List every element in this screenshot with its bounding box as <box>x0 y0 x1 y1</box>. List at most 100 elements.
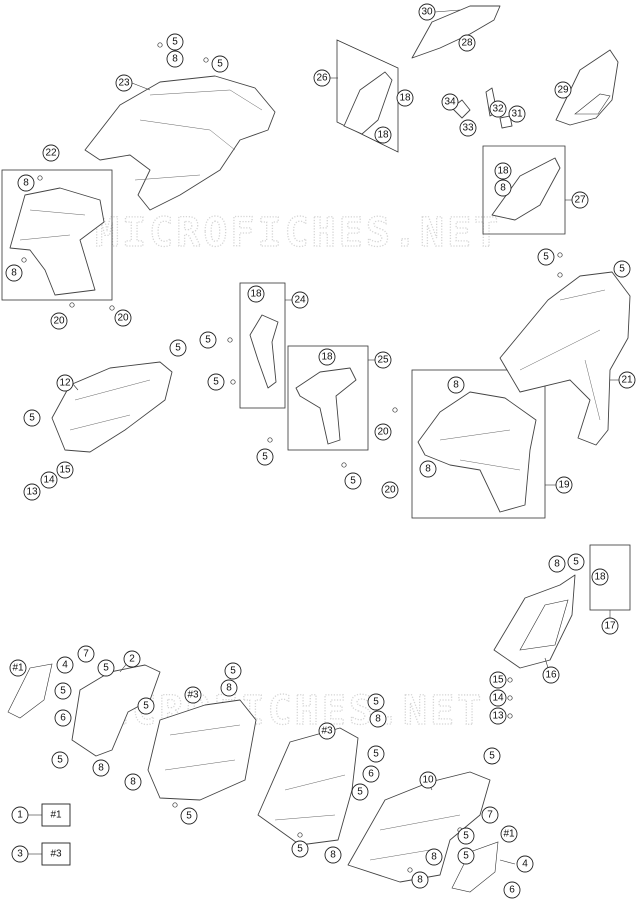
callout-18[interactable]: 18 <box>247 285 265 303</box>
screw <box>230 379 236 385</box>
part-21-inner <box>519 289 606 421</box>
svg-text:31: 31 <box>511 109 523 120</box>
legend-number-3: 3 <box>17 849 23 860</box>
callout-8[interactable]: 8 <box>411 871 429 889</box>
screw <box>227 337 233 343</box>
callout-5[interactable]: 5 <box>169 339 187 357</box>
callout-5[interactable]: 5 <box>567 553 585 571</box>
callout-ref1[interactable]: #1 <box>500 825 518 843</box>
svg-text:34: 34 <box>444 97 456 108</box>
part-22 <box>9 187 105 296</box>
svg-text:8: 8 <box>431 852 437 863</box>
callout-5[interactable]: 5 <box>199 331 217 349</box>
callout-34[interactable]: 34 <box>441 93 459 111</box>
callout-5[interactable]: 5 <box>211 55 229 73</box>
callout-5[interactable]: 5 <box>23 409 41 427</box>
callout-18[interactable]: 18 <box>494 162 512 180</box>
callout-5[interactable]: 5 <box>291 840 309 858</box>
callout-26[interactable]: 26 <box>313 69 331 87</box>
callout-30[interactable]: 30 <box>418 3 436 21</box>
callout-2[interactable]: 2 <box>123 650 141 668</box>
callout-6[interactable]: 6 <box>54 709 72 727</box>
callout-32[interactable]: 32 <box>489 100 507 118</box>
callout-5[interactable]: 5 <box>537 248 555 266</box>
callout-5[interactable]: 5 <box>224 662 242 680</box>
callout-5[interactable]: 5 <box>137 697 155 715</box>
callout-12[interactable]: 12 <box>56 374 74 392</box>
callout-19[interactable]: 19 <box>555 476 573 494</box>
callout-20[interactable]: 20 <box>114 309 132 327</box>
part-ref3-left <box>147 699 257 801</box>
callout-8[interactable]: 8 <box>425 848 443 866</box>
callout-18[interactable]: 18 <box>591 568 609 586</box>
callout-5[interactable]: 5 <box>166 33 184 51</box>
callout-31[interactable]: 31 <box>508 105 526 123</box>
svg-text:8: 8 <box>98 763 104 774</box>
callout-ref3[interactable]: #3 <box>318 722 336 740</box>
callout-15[interactable]: 15 <box>489 671 507 689</box>
callout-6[interactable]: 6 <box>362 765 380 783</box>
callout-5[interactable]: 5 <box>483 747 501 765</box>
callout-8[interactable]: 8 <box>447 376 465 394</box>
svg-text:18: 18 <box>377 130 389 141</box>
callout-18[interactable]: 18 <box>318 348 336 366</box>
callout-18[interactable]: 18 <box>396 89 414 107</box>
svg-text:18: 18 <box>594 572 606 583</box>
callout-29[interactable]: 29 <box>554 81 572 99</box>
callout-13[interactable]: 13 <box>23 483 41 501</box>
callout-5[interactable]: 5 <box>367 745 385 763</box>
callout-16[interactable]: 16 <box>542 666 560 684</box>
callout-5[interactable]: 5 <box>457 847 475 865</box>
callout-5[interactable]: 5 <box>180 807 198 825</box>
callout-5[interactable]: 5 <box>51 751 69 769</box>
callout-14[interactable]: 14 <box>489 689 507 707</box>
callout-8[interactable]: 8 <box>419 460 437 478</box>
callout-8[interactable]: 8 <box>548 555 566 573</box>
callout-4[interactable]: 4 <box>56 656 74 674</box>
callout-6[interactable]: 6 <box>503 881 521 899</box>
svg-text:5: 5 <box>175 343 181 354</box>
callout-25[interactable]: 25 <box>374 351 392 369</box>
callout-5[interactable]: 5 <box>351 783 369 801</box>
callout-ref3[interactable]: #3 <box>184 686 202 704</box>
callout-14[interactable]: 14 <box>40 471 58 489</box>
callout-8[interactable]: 8 <box>494 179 512 197</box>
callout-8[interactable]: 8 <box>124 773 142 791</box>
callout-28[interactable]: 28 <box>458 34 476 52</box>
callout-15[interactable]: 15 <box>56 461 74 479</box>
callout-23[interactable]: 23 <box>115 74 133 92</box>
callout-8[interactable]: 8 <box>220 679 238 697</box>
callout-4[interactable]: 4 <box>516 855 534 873</box>
callout-18[interactable]: 18 <box>374 126 392 144</box>
callout-13[interactable]: 13 <box>489 707 507 725</box>
callout-ref1[interactable]: #1 <box>9 659 27 677</box>
callout-21[interactable]: 21 <box>618 371 636 389</box>
callout-8[interactable]: 8 <box>92 759 110 777</box>
callout-8[interactable]: 8 <box>166 50 184 68</box>
callout-5[interactable]: 5 <box>54 682 72 700</box>
callout-20[interactable]: 20 <box>50 312 68 330</box>
callout-7[interactable]: 7 <box>77 645 95 663</box>
callout-8[interactable]: 8 <box>324 846 342 864</box>
svg-text:6: 6 <box>60 713 66 724</box>
callout-17[interactable]: 17 <box>601 617 619 635</box>
callout-5[interactable]: 5 <box>367 693 385 711</box>
callout-5[interactable]: 5 <box>207 373 225 391</box>
callout-8[interactable]: 8 <box>5 264 23 282</box>
callout-5[interactable]: 5 <box>344 472 362 490</box>
callout-24[interactable]: 24 <box>291 291 309 309</box>
callout-27[interactable]: 27 <box>571 191 589 209</box>
callout-20[interactable]: 20 <box>374 423 392 441</box>
callout-7[interactable]: 7 <box>481 806 499 824</box>
callout-33[interactable]: 33 <box>459 119 477 137</box>
callout-10[interactable]: 10 <box>419 771 437 789</box>
callout-5[interactable]: 5 <box>256 448 274 466</box>
svg-text:7: 7 <box>487 810 493 821</box>
callout-8[interactable]: 8 <box>369 710 387 728</box>
callout-22[interactable]: 22 <box>42 144 60 162</box>
callout-5[interactable]: 5 <box>457 827 475 845</box>
callout-20[interactable]: 20 <box>381 481 399 499</box>
callout-5[interactable]: 5 <box>97 659 115 677</box>
callout-5[interactable]: 5 <box>613 260 631 278</box>
callout-8[interactable]: 8 <box>17 174 35 192</box>
